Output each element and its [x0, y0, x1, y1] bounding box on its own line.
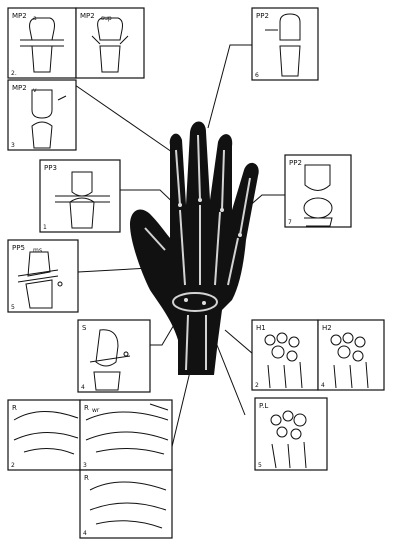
- panel-num-mp2-left: 2.: [11, 70, 17, 77]
- panel-sub-mp2-left: a: [33, 15, 37, 22]
- panel-label-r-bottom: R: [84, 474, 89, 482]
- panel-num-h2: 4: [321, 382, 325, 389]
- panel-label-pl: P.L: [259, 402, 268, 410]
- panel-label-s: S: [82, 324, 87, 332]
- panel-label-pp2-top: PP2: [256, 12, 269, 20]
- panel-label-pp5: PP5: [12, 244, 25, 252]
- panel-num-r-left: 2: [11, 462, 15, 469]
- panel-sub-mp2-right: sup: [101, 15, 112, 22]
- panel-label-r-left: R: [12, 404, 17, 412]
- panel-num-h1: 2: [255, 382, 259, 389]
- panel-num-s: 4: [81, 384, 85, 391]
- panel-label-mp2-right: MP2: [80, 12, 95, 20]
- panel-num-r-mid: 3: [83, 462, 87, 469]
- panel-num-mp2-lower: 3: [11, 142, 15, 149]
- panel-num-pp2-right: 7: [288, 219, 292, 226]
- panel-label-mp2-left: MP2: [12, 12, 27, 20]
- panel-num-pl: 5: [258, 462, 262, 469]
- panel-label-h2: H2: [322, 324, 332, 332]
- panel-label-r-mid: R: [84, 404, 89, 412]
- panel-sub-mp2-lower: v: [33, 87, 37, 94]
- panel-label-h1: H1: [256, 324, 266, 332]
- panel-num-r-bottom: 4: [83, 530, 87, 537]
- panel-label-pp3: PP3: [44, 164, 57, 172]
- panel-label-mp2-lower: MP2: [12, 84, 27, 92]
- panel-frame-r-bottom: [80, 470, 172, 538]
- panel-frame-s: [78, 320, 150, 392]
- panel-num-pp3: 1: [43, 224, 47, 231]
- panel-sub-pp5: ms: [33, 247, 42, 254]
- panel-num-pp2-top: 6: [255, 72, 259, 79]
- panel-sub-r-mid: wr: [92, 407, 100, 414]
- panel-label-pp2-right: PP2: [289, 159, 302, 167]
- panel-num-pp5: 5: [11, 304, 15, 311]
